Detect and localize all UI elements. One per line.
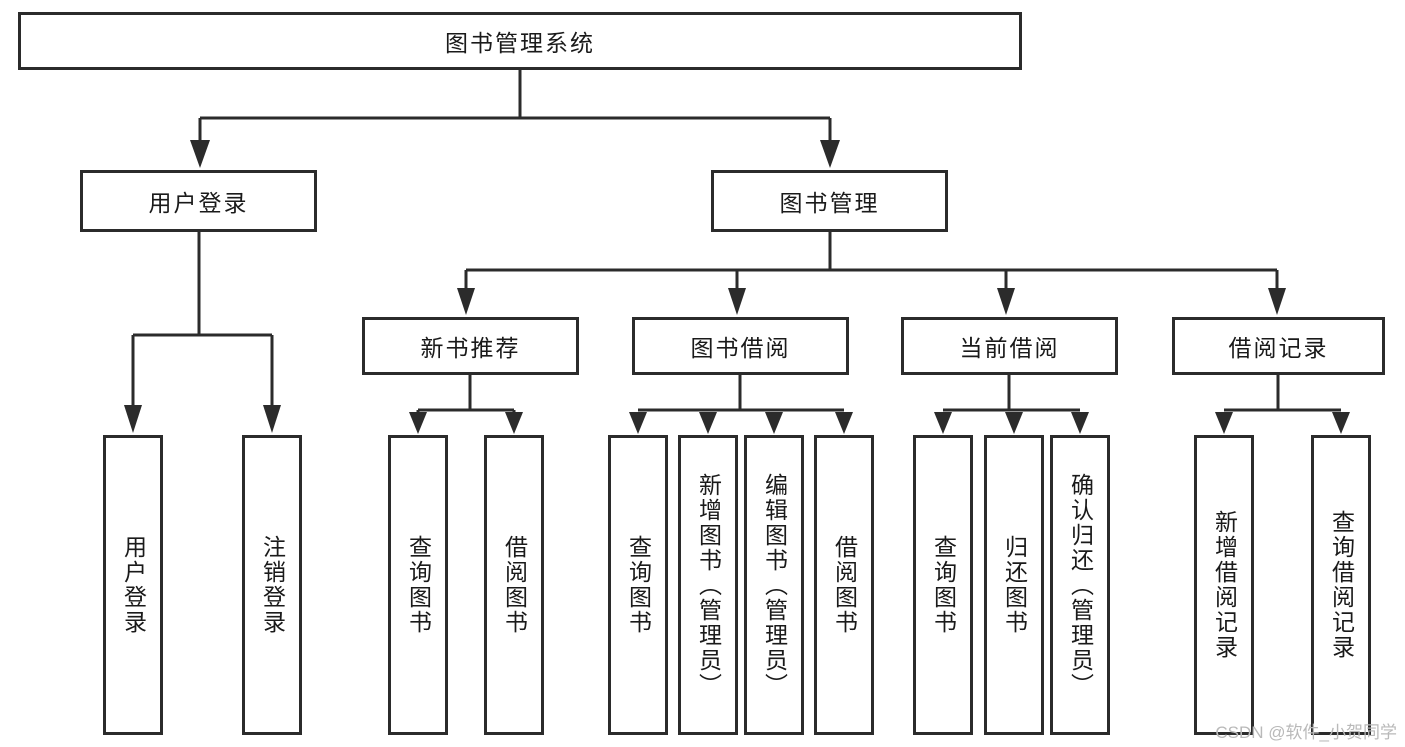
leaf-borrow-query-books-wrap: 查询图书 bbox=[611, 438, 665, 732]
node-user-login[interactable]: 用户登录 bbox=[80, 170, 317, 232]
arrow-head-new-book-rec bbox=[457, 288, 475, 315]
leaf-current-query-books-label: 查询图书 bbox=[930, 535, 957, 635]
leaf-user-login-wrap: 用户登录 bbox=[106, 438, 160, 732]
arrow-head-current-query bbox=[934, 412, 952, 434]
node-current-borrow[interactable]: 当前借阅 bbox=[901, 317, 1118, 375]
leaf-newbook-query-books-wrap: 查询图书 bbox=[391, 438, 445, 732]
leaf-query-borrow-record[interactable]: 查询借阅记录 bbox=[1311, 435, 1371, 735]
node-book-management[interactable]: 图书管理 bbox=[711, 170, 948, 232]
arrow-head-book-borrow bbox=[728, 288, 746, 315]
node-borrow-record-label: 借阅记录 bbox=[1228, 335, 1329, 361]
leaf-logout-wrap: 注销登录 bbox=[245, 438, 299, 732]
leaf-logout[interactable]: 注销登录 bbox=[242, 435, 302, 735]
arrow-head-borrow-lend bbox=[835, 412, 853, 434]
leaf-current-query-books[interactable]: 查询图书 bbox=[913, 435, 973, 735]
arrow-head-user-login bbox=[190, 140, 210, 168]
node-current-borrow-label: 当前借阅 bbox=[959, 335, 1060, 361]
arrow-head-book-mgmt bbox=[820, 140, 840, 168]
leaf-query-borrow-record-wrap: 查询借阅记录 bbox=[1314, 438, 1368, 732]
arrow-head-current-return bbox=[1005, 412, 1023, 434]
leaf-logout-label: 注销登录 bbox=[259, 535, 286, 635]
node-user-login-label: 用户登录 bbox=[148, 190, 249, 216]
leaf-current-query-books-wrap: 查询图书 bbox=[916, 438, 970, 732]
arrow-head-leaf-logout bbox=[263, 405, 281, 433]
leaf-borrow-lend-books[interactable]: 借阅图书 bbox=[814, 435, 874, 735]
leaf-newbook-borrow-books-wrap: 借阅图书 bbox=[487, 438, 541, 732]
leaf-query-borrow-record-label: 查询借阅记录 bbox=[1328, 510, 1355, 660]
node-book-borrow-label: 图书借阅 bbox=[690, 335, 791, 361]
leaf-newbook-borrow-books-label: 借阅图书 bbox=[501, 535, 528, 635]
leaf-return-books[interactable]: 归还图书 bbox=[984, 435, 1044, 735]
node-book-management-label: 图书管理 bbox=[779, 190, 880, 216]
leaf-add-borrow-record[interactable]: 新增借阅记录 bbox=[1194, 435, 1254, 735]
leaf-edit-book-admin[interactable]: 编辑图书（管理员） bbox=[744, 435, 804, 735]
leaf-confirm-return-admin[interactable]: 确认归还（管理员） bbox=[1050, 435, 1110, 735]
leaf-borrow-lend-books-wrap: 借阅图书 bbox=[817, 438, 871, 732]
leaf-borrow-query-books[interactable]: 查询图书 bbox=[608, 435, 668, 735]
arrow-head-current-borrow bbox=[997, 288, 1015, 315]
node-new-book-recommend[interactable]: 新书推荐 bbox=[362, 317, 579, 375]
node-root-label: 图书管理系统 bbox=[445, 30, 595, 56]
leaf-borrow-query-books-label: 查询图书 bbox=[625, 535, 652, 635]
arrow-head-newbook-borrow bbox=[505, 412, 523, 434]
node-borrow-record[interactable]: 借阅记录 bbox=[1172, 317, 1385, 375]
leaf-add-book-admin-label: 新增图书（管理员） bbox=[695, 472, 722, 698]
leaf-add-borrow-record-label: 新增借阅记录 bbox=[1211, 510, 1238, 660]
arrow-head-borrow-edit bbox=[765, 412, 783, 434]
arrow-head-current-confirm bbox=[1071, 412, 1089, 434]
arrow-head-leaf-user-login bbox=[124, 405, 142, 433]
watermark-text: CSDN @软件_小贺同学 bbox=[1215, 723, 1397, 742]
leaf-user-login[interactable]: 用户登录 bbox=[103, 435, 163, 735]
leaf-add-book-admin[interactable]: 新增图书（管理员） bbox=[678, 435, 738, 735]
leaf-return-books-wrap: 归还图书 bbox=[987, 438, 1041, 732]
node-root[interactable]: 图书管理系统 bbox=[18, 12, 1022, 70]
leaf-user-login-label: 用户登录 bbox=[120, 535, 147, 635]
leaf-newbook-borrow-books[interactable]: 借阅图书 bbox=[484, 435, 544, 735]
leaf-confirm-return-admin-label: 确认归还（管理员） bbox=[1067, 472, 1094, 698]
arrow-head-borrow-record bbox=[1268, 288, 1286, 315]
leaf-borrow-lend-books-label: 借阅图书 bbox=[831, 535, 858, 635]
leaf-newbook-query-books[interactable]: 查询图书 bbox=[388, 435, 448, 735]
leaf-return-books-label: 归还图书 bbox=[1001, 535, 1028, 635]
leaf-add-borrow-record-wrap: 新增借阅记录 bbox=[1197, 438, 1251, 732]
node-book-borrow[interactable]: 图书借阅 bbox=[632, 317, 849, 375]
arrow-head-borrow-query bbox=[629, 412, 647, 434]
leaf-edit-book-admin-label: 编辑图书（管理员） bbox=[761, 472, 788, 698]
leaf-newbook-query-books-label: 查询图书 bbox=[405, 535, 432, 635]
leaf-edit-book-admin-wrap: 编辑图书（管理员） bbox=[747, 438, 801, 732]
arrow-head-newbook-query bbox=[409, 412, 427, 434]
node-new-book-recommend-label: 新书推荐 bbox=[420, 335, 521, 361]
arrow-head-borrow-add bbox=[699, 412, 717, 434]
leaf-add-book-admin-wrap: 新增图书（管理员） bbox=[681, 438, 735, 732]
leaf-confirm-return-admin-wrap: 确认归还（管理员） bbox=[1053, 438, 1107, 732]
arrow-head-record-add bbox=[1215, 412, 1233, 434]
arrow-head-record-query bbox=[1332, 412, 1350, 434]
